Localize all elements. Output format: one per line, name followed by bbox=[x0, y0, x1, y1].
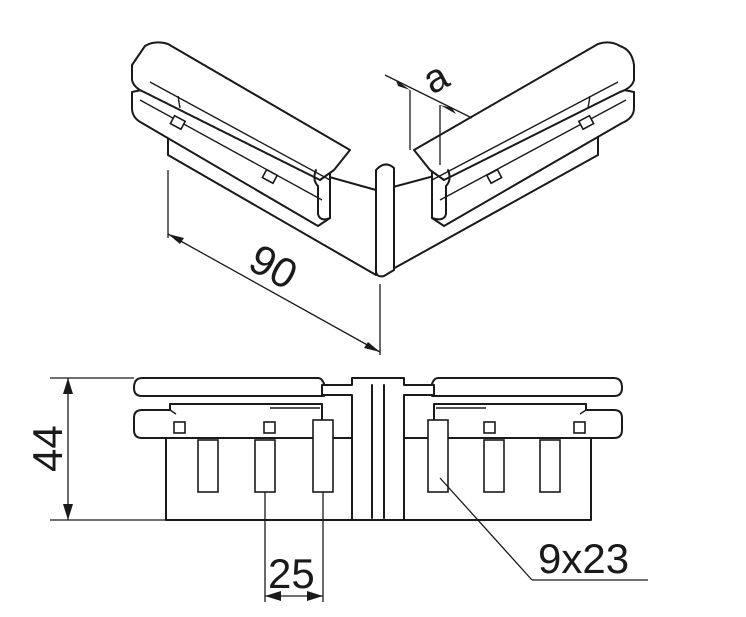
dim-90-label: 90 bbox=[242, 235, 306, 299]
front-hole-4 bbox=[573, 421, 586, 434]
front-hole-3 bbox=[483, 421, 496, 434]
dim-25-label: 25 bbox=[268, 550, 315, 597]
slot-5 bbox=[483, 439, 505, 493]
front-view bbox=[133, 377, 623, 521]
left-arm-cap bbox=[131, 41, 351, 181]
front-left-cap bbox=[133, 377, 325, 397]
left-arm-groove bbox=[139, 81, 331, 201]
slot-4 bbox=[427, 419, 449, 493]
front-right-rail bbox=[433, 403, 623, 439]
slot-2 bbox=[254, 439, 276, 493]
front-hole-2 bbox=[263, 421, 276, 434]
front-center-connector bbox=[321, 377, 435, 521]
front-left-rail bbox=[133, 403, 323, 439]
front-right-groove bbox=[436, 407, 587, 415]
slot-3 bbox=[312, 419, 334, 493]
dimension-44: 44 bbox=[24, 377, 166, 521]
dim-a-label: a bbox=[416, 53, 457, 103]
corner-post bbox=[375, 163, 395, 278]
dim-44-label: 44 bbox=[24, 425, 71, 472]
dimension-25: 25 bbox=[264, 492, 324, 602]
slot-1 bbox=[197, 439, 219, 493]
right-arm-groove bbox=[431, 81, 627, 201]
dimension-9x23: 9x23 bbox=[439, 477, 648, 582]
slot-6 bbox=[539, 439, 561, 493]
iso-slot-hole-4 bbox=[577, 114, 595, 131]
iso-slot-hole-3 bbox=[485, 168, 503, 185]
iso-slot-hole-1 bbox=[169, 114, 187, 131]
front-hole-1 bbox=[173, 421, 186, 434]
dim-9x23-label: 9x23 bbox=[538, 535, 629, 582]
isometric-view bbox=[131, 41, 635, 278]
left-clip bbox=[313, 169, 331, 221]
right-clip bbox=[431, 169, 451, 221]
iso-slot-hole-2 bbox=[261, 168, 279, 185]
front-left-groove bbox=[169, 407, 320, 415]
right-arm-cap bbox=[413, 41, 635, 181]
front-right-cap bbox=[431, 377, 623, 397]
